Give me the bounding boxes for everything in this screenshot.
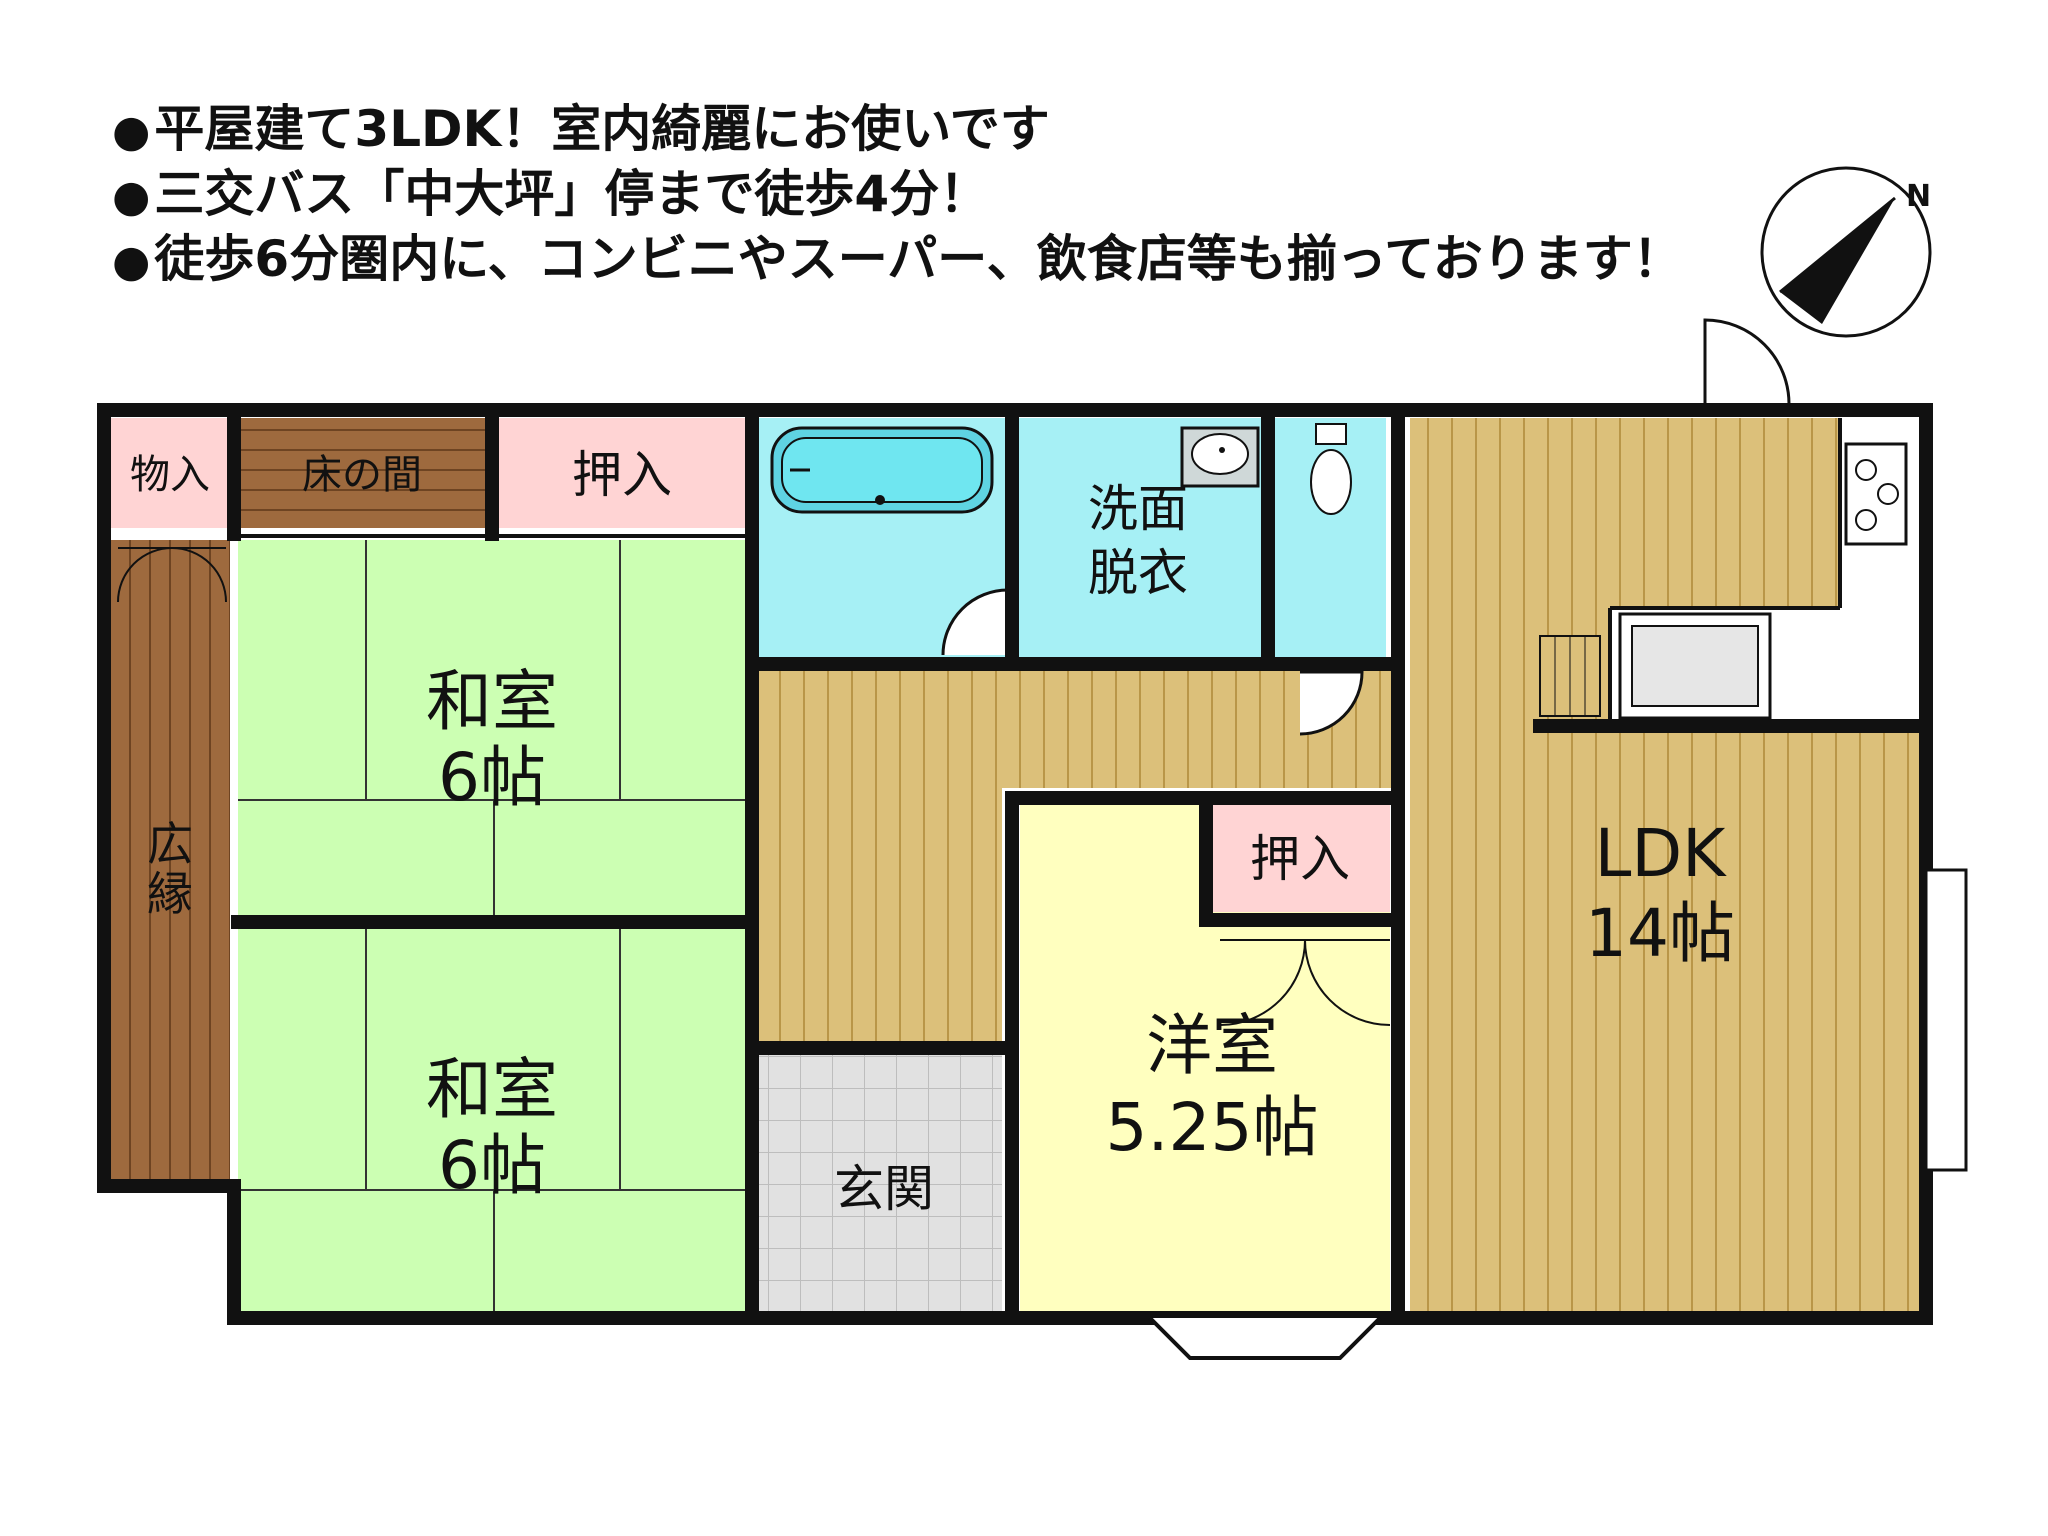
label-tokonoma: 床の間 bbox=[302, 452, 422, 498]
western-closet-doors bbox=[1219, 939, 1391, 1026]
label-western-name: 洋室 bbox=[1146, 1007, 1278, 1084]
label-washroom-1: 洗面 bbox=[1088, 480, 1188, 538]
label-washroom-2: 脱衣 bbox=[1088, 544, 1188, 602]
bath-door bbox=[941, 588, 1010, 656]
label-washitsu-1-name: 和室 bbox=[426, 663, 558, 740]
label-ldk-name: LDK bbox=[1595, 815, 1728, 892]
storage-doors bbox=[117, 547, 227, 603]
label-ldk-size: 14帖 bbox=[1585, 895, 1735, 972]
toilet-icon bbox=[1310, 423, 1352, 515]
kitchen-sink-icon bbox=[1618, 612, 1772, 720]
description-line-2: ●三交バス「中大坪」停まで徒歩4分！ bbox=[112, 165, 990, 223]
bathtub-icon bbox=[770, 426, 994, 514]
label-washitsu-2-name: 和室 bbox=[426, 1051, 558, 1128]
compass-north-label: N bbox=[1906, 179, 1931, 214]
room-labels: 物入 床の間 押入 広 縁 和室 6帖 和室 6帖 洗面 脱衣 押入 洋室 5.… bbox=[130, 446, 1735, 1218]
label-western-size: 5.25帖 bbox=[1106, 1089, 1319, 1166]
description-line-3: ●徒歩6分圏内に、コンビニやスーパー、飲食店等も揃っております！ bbox=[112, 230, 1683, 288]
label-closet-top: 押入 bbox=[572, 446, 672, 504]
fridge-area bbox=[1539, 635, 1601, 717]
tatami-lines bbox=[238, 540, 746, 1312]
toilet-door bbox=[1299, 670, 1364, 736]
label-storage: 物入 bbox=[130, 452, 210, 498]
ldk-window bbox=[1924, 868, 1968, 1172]
bay-window bbox=[1148, 1316, 1382, 1360]
label-closet-western: 押入 bbox=[1250, 830, 1350, 888]
description-line-1: ●平屋建て3LDK！室内綺麗にお使いです bbox=[112, 100, 1050, 158]
label-engawa-1: 広 bbox=[147, 817, 193, 871]
sink-icon bbox=[1180, 426, 1260, 488]
label-engawa-2: 縁 bbox=[147, 867, 193, 921]
partitions bbox=[238, 418, 1842, 726]
label-washitsu-2-size: 6帖 bbox=[438, 1127, 546, 1204]
label-washitsu-1-size: 6帖 bbox=[438, 739, 546, 816]
stove-icon bbox=[1844, 442, 1908, 546]
walls bbox=[97, 403, 1933, 1325]
compass-icon: N bbox=[1760, 166, 1932, 338]
ldk-exterior-door bbox=[1703, 318, 1791, 405]
description-list: ●平屋建て3LDK！室内綺麗にお使いです ●三交バス「中大坪」停まで徒歩4分！ … bbox=[112, 98, 1683, 293]
label-entrance: 玄関 bbox=[834, 1160, 934, 1218]
